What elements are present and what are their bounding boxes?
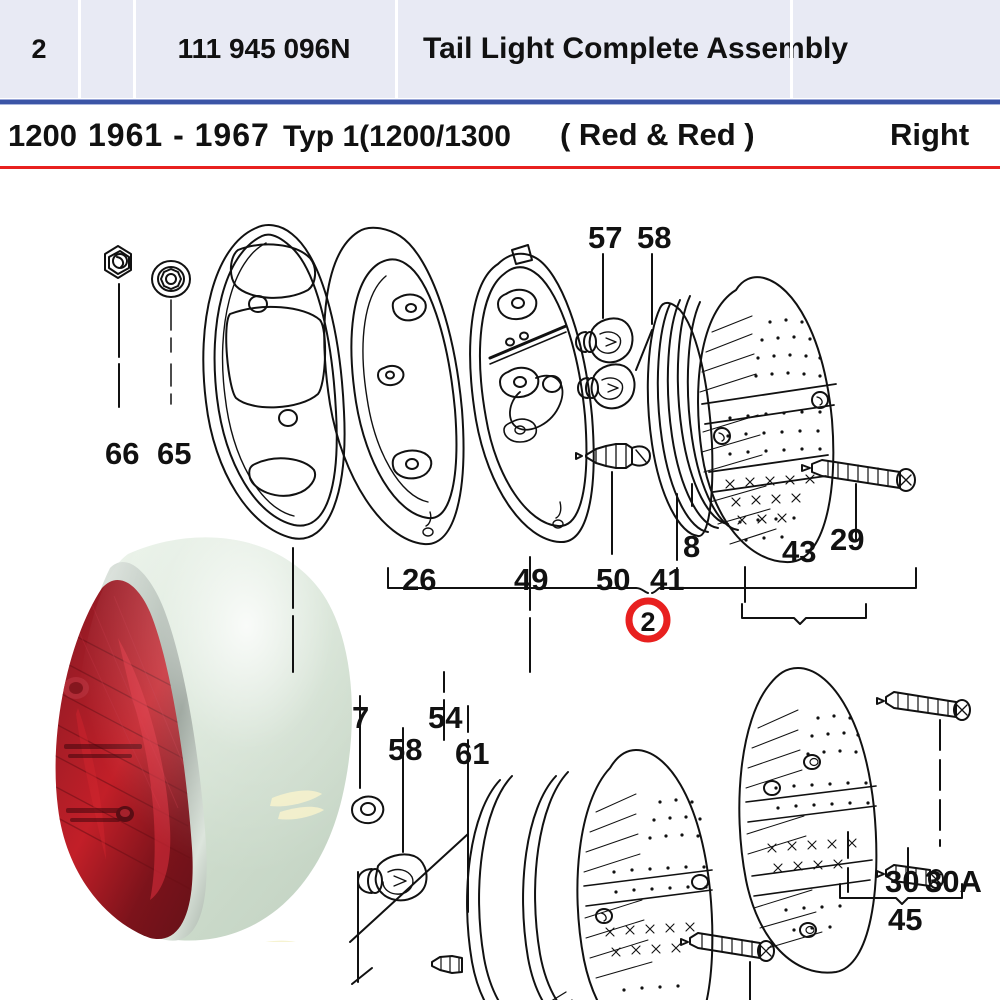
label-lower-58: 58 bbox=[388, 732, 422, 767]
part-49-reflector-plate bbox=[469, 244, 595, 544]
part-lower-lens-center bbox=[576, 749, 714, 1000]
year-range-value: 1961 - 1967 bbox=[88, 117, 270, 153]
label-41: 41 bbox=[650, 562, 684, 597]
header-cell-part-number: 111 945 096N bbox=[133, 0, 395, 98]
exploded-parts-diagram: 66 65 26 49 50 41 57 58 8 43 29 7 58 54 … bbox=[0, 172, 1000, 1000]
part-65-star-washer bbox=[151, 260, 191, 298]
label-43: 43 bbox=[782, 534, 816, 569]
part-housing-base bbox=[323, 226, 465, 546]
lower-baseplate bbox=[349, 833, 469, 985]
part-30A-screw bbox=[876, 691, 971, 721]
header-row-secondary: 1200 1961 - 1967 Typ 1(1200/1300 ( Red &… bbox=[0, 106, 1000, 166]
label-26: 26 bbox=[402, 562, 436, 597]
part-57-bulb-upper bbox=[575, 317, 634, 364]
label-lower-30: 30 bbox=[885, 864, 919, 899]
part-lower-screw-center bbox=[680, 932, 775, 962]
header-row-primary: 2 111 945 096N Tail Light Complete Assem… bbox=[0, 0, 1000, 98]
model-value: 1200 bbox=[8, 118, 77, 153]
part-58-bulb-lower bbox=[577, 363, 636, 410]
header-cell-trailing bbox=[790, 0, 1000, 98]
item-number-value: 2 bbox=[31, 33, 47, 64]
part-66-hex-nut bbox=[104, 245, 132, 279]
lens-color-value: ( Red & Red ) bbox=[560, 117, 755, 152]
tail-light-photo bbox=[10, 508, 362, 996]
label-lower-30a: 30A bbox=[925, 864, 982, 899]
header-cell-description: Tail Light Complete Assembly bbox=[395, 0, 848, 98]
type-value: Typ 1(1200/1300 bbox=[283, 120, 511, 153]
part-lower-screw-small bbox=[431, 955, 463, 974]
callout-marker-2[interactable]: 2 bbox=[625, 597, 671, 643]
part-lower-housing-rings bbox=[466, 771, 573, 1000]
part-number-value: 111 945 096N bbox=[177, 33, 351, 64]
label-lower-61: 61 bbox=[455, 736, 489, 771]
photo-gloss bbox=[75, 537, 352, 941]
label-50: 50 bbox=[596, 562, 630, 597]
header-red-rule bbox=[0, 166, 1000, 169]
part-26-seal-plate bbox=[202, 224, 346, 540]
side-value: Right bbox=[890, 117, 970, 152]
label-29: 29 bbox=[830, 522, 864, 557]
part-50-screw bbox=[575, 443, 651, 469]
label-65: 65 bbox=[157, 436, 191, 471]
label-66: 66 bbox=[105, 436, 139, 471]
header-blue-separator bbox=[0, 98, 1000, 106]
header-cell-spacer bbox=[78, 0, 133, 98]
part-lower-socket bbox=[351, 795, 385, 825]
label-8: 8 bbox=[683, 529, 700, 564]
label-58: 58 bbox=[637, 220, 671, 255]
part-30-screw bbox=[876, 864, 944, 889]
callout-marker-label: 2 bbox=[640, 607, 655, 637]
bracket-45 bbox=[839, 883, 963, 905]
label-lower-54: 54 bbox=[428, 700, 463, 735]
part-lower-bulb bbox=[357, 853, 428, 902]
label-57: 57 bbox=[588, 220, 622, 255]
part-8-housing-lip bbox=[686, 301, 739, 531]
header-cell-item-number: 2 bbox=[0, 0, 78, 98]
bracket-assembly-2 bbox=[387, 567, 917, 589]
part-lower-lens-right bbox=[738, 667, 878, 974]
label-49: 49 bbox=[514, 562, 548, 597]
part-29-long-screw bbox=[801, 459, 916, 492]
part-43-lens bbox=[697, 276, 837, 564]
label-lower-45: 45 bbox=[888, 902, 922, 937]
bracket-43 bbox=[741, 603, 867, 625]
part-41-lens-seal bbox=[646, 295, 729, 537]
description-value: Tail Light Complete Assembly bbox=[423, 32, 849, 65]
label-lower-57: 7 bbox=[352, 700, 369, 735]
